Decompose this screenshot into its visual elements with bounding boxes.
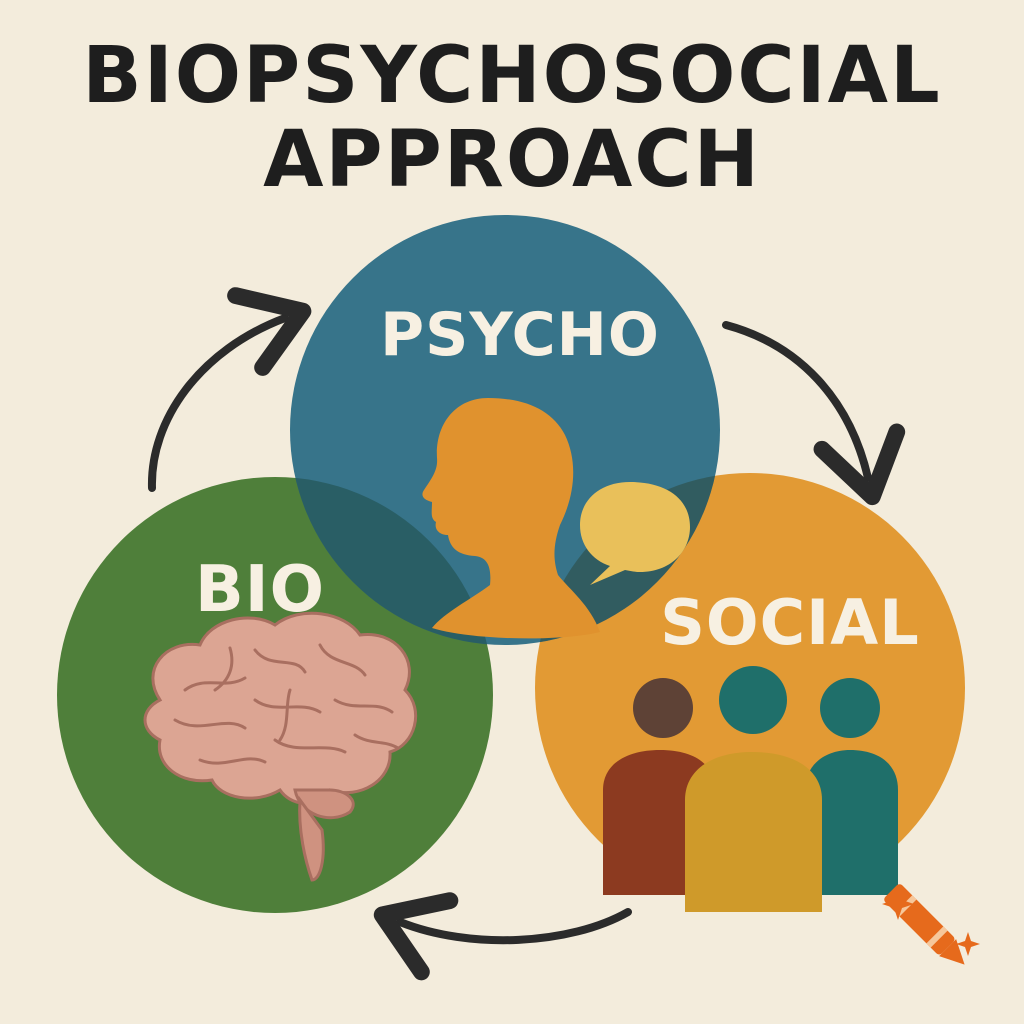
brain-icon — [143, 611, 418, 882]
speech-bubble-icon — [580, 482, 690, 585]
social-to-bio-arrow — [373, 892, 632, 981]
group-people-icon — [603, 666, 898, 912]
social-label: SOCIAL — [660, 586, 920, 659]
psycho-to-social-arrow — [722, 321, 906, 506]
person-head-icon — [422, 398, 600, 639]
bio-label: BIO — [195, 553, 325, 627]
sparkle-icon — [882, 888, 980, 956]
bio-to-psycho-arrow — [147, 287, 312, 492]
title-line-2: APPROACH — [263, 115, 761, 205]
psycho-label: PSYCHO — [380, 300, 660, 370]
title-line-1: BIOPSYCHOSOCIAL — [82, 31, 942, 121]
